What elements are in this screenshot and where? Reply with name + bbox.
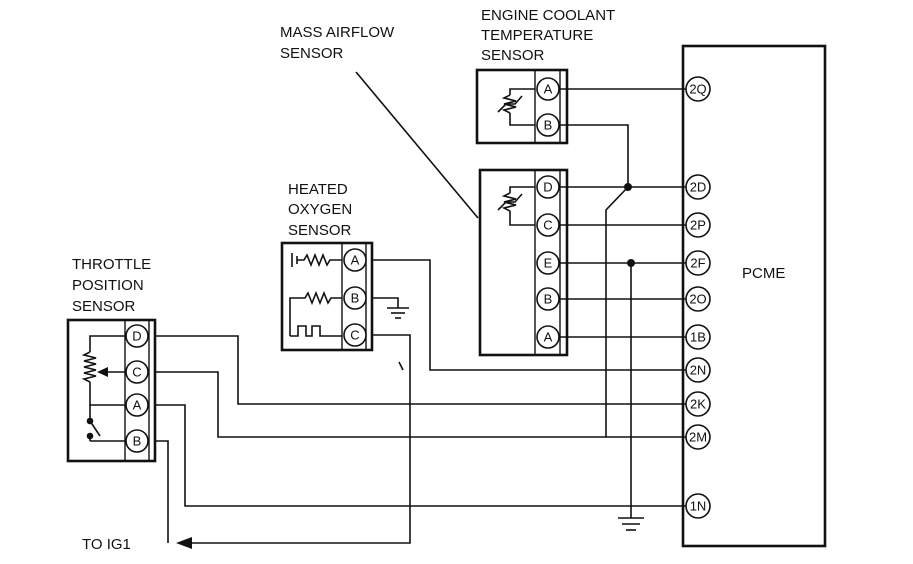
sensor-element-icon <box>291 252 342 268</box>
svg-text:2M: 2M <box>689 430 707 445</box>
maf-pin-b: B <box>536 287 560 311</box>
tps-pin-c: C <box>125 360 149 384</box>
ho2s-pin-b: B <box>343 286 367 310</box>
pcme-box <box>681 44 827 548</box>
wire-ho2s-c-ig1 <box>190 334 411 544</box>
svg-text:C: C <box>132 365 141 380</box>
wires <box>155 88 688 544</box>
ground-symbol-ho2s <box>387 307 409 319</box>
svg-text:A: A <box>133 398 142 413</box>
heater-icon <box>289 290 342 337</box>
ho2s-label-line1: HEATED <box>288 181 348 198</box>
to-ig1-label: TO IG1 <box>82 536 131 553</box>
tps-sensor: D C A B THROTTLE POSITION SENSOR <box>66 256 157 463</box>
ground-symbol-pcme <box>618 517 644 531</box>
pcme-pin-2q: 2Q <box>685 76 711 102</box>
wire-tps-d-2k <box>155 335 688 405</box>
pcme-pin-2d: 2D <box>685 174 711 200</box>
wire-tps-c-2m <box>155 371 688 438</box>
tick-mark <box>398 361 404 371</box>
tps-label-line3: SENSOR <box>72 298 136 315</box>
pcme-pin-1b: 1B <box>685 324 711 350</box>
thermistor-icon <box>497 186 535 226</box>
ect-sensor-box <box>475 68 569 145</box>
wiper-arrow-icon <box>97 367 108 377</box>
tps-pin-a: A <box>125 393 149 417</box>
ect-label-line3: SENSOR <box>481 47 545 64</box>
svg-text:2O: 2O <box>689 292 706 307</box>
maf-pin-c: C <box>536 213 560 237</box>
svg-text:D: D <box>132 329 141 344</box>
tps-pin-b: B <box>125 429 149 453</box>
wire-ho2s-b-ground <box>372 297 399 308</box>
wire-junction-2m <box>605 186 629 437</box>
maf-pin-e: E <box>536 251 560 275</box>
wire-tps-b-ig1 <box>155 440 169 543</box>
ect-pin-b: B <box>536 113 560 137</box>
svg-text:2Q: 2Q <box>689 82 706 97</box>
maf-pin-d: D <box>536 175 560 199</box>
ho2s-sensor-box <box>280 241 374 352</box>
tps-sensor-box <box>66 318 157 463</box>
svg-text:B: B <box>133 434 142 449</box>
svg-text:2D: 2D <box>690 180 707 195</box>
svg-text:C: C <box>543 218 552 233</box>
ect-label-line1: ENGINE COOLANT <box>481 7 615 24</box>
pcme-pin-2n: 2N <box>685 357 711 383</box>
svg-text:A: A <box>544 82 553 97</box>
ho2s-label-line3: SENSOR <box>288 222 352 239</box>
maf-label-line2: SENSOR <box>280 45 344 62</box>
svg-text:A: A <box>544 330 553 345</box>
svg-text:1N: 1N <box>690 499 707 514</box>
maf-sensor: D C E B A MASS AIRFLOW SENSOR <box>280 24 569 357</box>
junction-dot-2f <box>627 259 635 267</box>
pcme-module: PCME <box>681 44 827 548</box>
pcme-pin-1n: 1N <box>685 493 711 519</box>
pcme-pins: 2Q 2D 2P 2F 2O 1B 2N 2K 2M 1N <box>685 76 711 519</box>
svg-text:1B: 1B <box>690 330 706 345</box>
ho2s-label-line2: OXYGEN <box>288 201 352 218</box>
ect-sensor: A B ENGINE COOLANT TEMPERATURE SENSOR <box>475 7 615 145</box>
svg-text:C: C <box>350 328 359 343</box>
ect-label-line2: TEMPERATURE <box>481 27 593 44</box>
ho2s-pin-c: C <box>343 323 367 347</box>
maf-label-line1: MASS AIRFLOW <box>280 24 395 41</box>
maf-sensor-box <box>478 168 569 357</box>
wire-ect-b-junction <box>560 124 629 187</box>
pcme-pin-2o: 2O <box>685 286 711 312</box>
maf-leader-line <box>355 71 479 219</box>
junction-dot-2d <box>624 183 632 191</box>
svg-text:B: B <box>544 118 553 133</box>
svg-text:2F: 2F <box>690 256 705 271</box>
ho2s-sensor: A B C HEATED OXYGEN SENSOR <box>280 181 374 352</box>
pcme-pin-2k: 2K <box>685 391 711 417</box>
svg-text:B: B <box>544 292 553 307</box>
svg-text:E: E <box>544 256 553 271</box>
svg-text:2K: 2K <box>690 397 706 412</box>
arrow-to-ig1 <box>176 537 192 549</box>
pcme-pin-2p: 2P <box>685 212 711 238</box>
svg-text:A: A <box>351 253 360 268</box>
tps-label-line2: POSITION <box>72 277 144 294</box>
svg-text:D: D <box>543 180 552 195</box>
svg-text:B: B <box>351 291 360 306</box>
wire-ho2s-a-2n <box>372 259 688 371</box>
pcme-pin-2f: 2F <box>685 250 711 276</box>
ect-pin-a: A <box>536 77 560 101</box>
thermistor-icon <box>497 88 535 126</box>
tps-label-line1: THROTTLE <box>72 256 151 273</box>
pcme-label: PCME <box>742 265 785 282</box>
wire-tps-a-1n <box>155 404 688 507</box>
svg-text:2N: 2N <box>690 363 707 378</box>
svg-text:2P: 2P <box>690 218 706 233</box>
switch-icon <box>86 405 125 442</box>
maf-pin-a: A <box>536 325 560 349</box>
ho2s-pin-a: A <box>343 248 367 272</box>
tps-pin-d: D <box>125 324 149 348</box>
pcme-pin-2m: 2M <box>685 424 711 450</box>
